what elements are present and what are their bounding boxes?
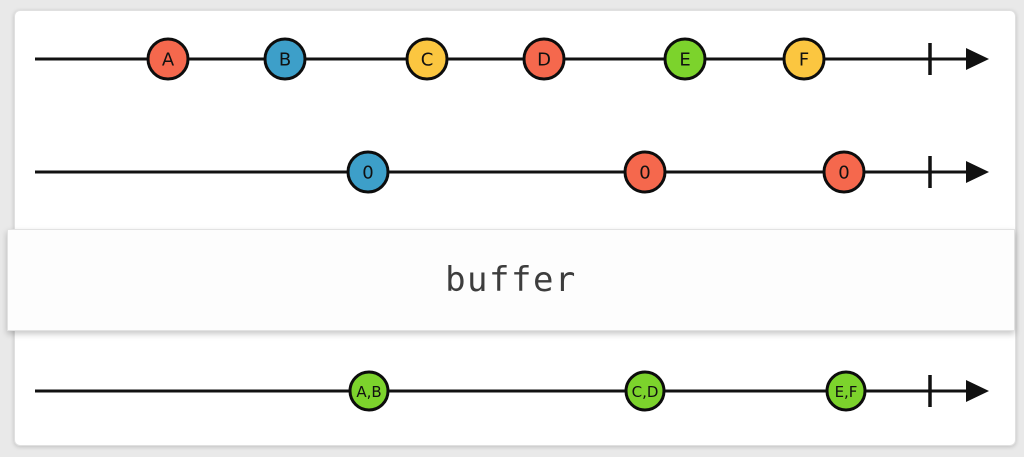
marble-circle[interactable] bbox=[782, 37, 826, 81]
marble-output-EF[interactable]: E,F bbox=[825, 370, 867, 412]
marble-source-A[interactable]: A bbox=[146, 37, 190, 81]
marble-circle[interactable] bbox=[822, 150, 866, 194]
timeline-output-arrow-icon bbox=[966, 380, 989, 402]
marble-circle[interactable] bbox=[663, 37, 707, 81]
timeline-source-arrow-icon bbox=[966, 48, 989, 70]
marble-source-D[interactable]: D bbox=[522, 37, 566, 81]
timeline-output: A,B C,D E,F bbox=[35, 370, 989, 412]
marble-output-CD[interactable]: C,D bbox=[624, 370, 666, 412]
marble-circle[interactable] bbox=[348, 370, 390, 412]
marble-circle[interactable] bbox=[405, 37, 449, 81]
operator-box: buffer bbox=[7, 229, 1015, 331]
marble-circle[interactable] bbox=[624, 370, 666, 412]
marble-source-C[interactable]: C bbox=[405, 37, 449, 81]
timeline-source: A B C D E F bbox=[35, 37, 989, 81]
marble-circle[interactable] bbox=[522, 37, 566, 81]
marble-circle[interactable] bbox=[825, 370, 867, 412]
timeline-notifier: 0 0 0 bbox=[35, 150, 989, 194]
marble-circle[interactable] bbox=[623, 150, 667, 194]
operator-label: buffer bbox=[445, 260, 577, 300]
marble-circle[interactable] bbox=[346, 150, 390, 194]
marble-notifier-0b[interactable]: 0 bbox=[623, 150, 667, 194]
marble-source-E[interactable]: E bbox=[663, 37, 707, 81]
marble-notifier-0c[interactable]: 0 bbox=[822, 150, 866, 194]
marble-circle[interactable] bbox=[146, 37, 190, 81]
marble-circle[interactable] bbox=[263, 37, 307, 81]
marble-output-AB[interactable]: A,B bbox=[348, 370, 390, 412]
marble-source-F[interactable]: F bbox=[782, 37, 826, 81]
timeline-notifier-arrow-icon bbox=[966, 161, 989, 183]
marble-notifier-0a[interactable]: 0 bbox=[346, 150, 390, 194]
marble-source-B[interactable]: B bbox=[263, 37, 307, 81]
